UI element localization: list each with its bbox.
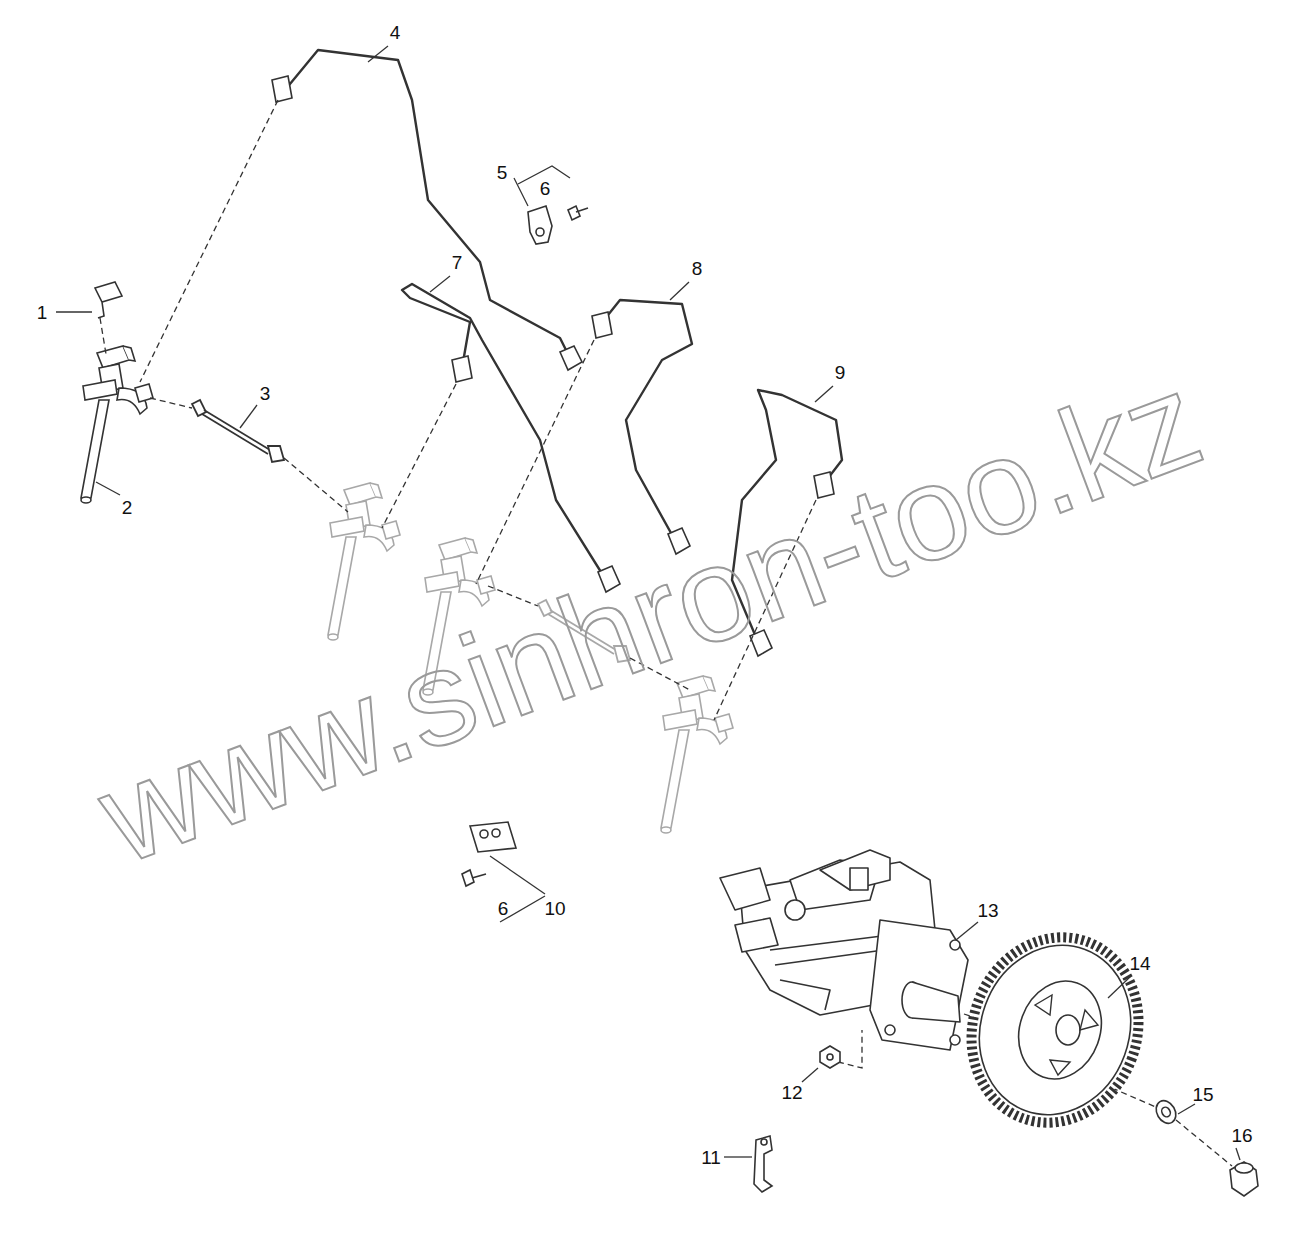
leak-off-pipe (192, 400, 284, 462)
group-bracket (490, 856, 545, 894)
callout-number: 5 (497, 163, 508, 182)
pump-gear (946, 914, 1164, 1147)
callout-number: 1 (37, 303, 48, 322)
callout-number: 15 (1192, 1085, 1213, 1104)
pipe-clamp (462, 822, 516, 886)
callout-number: 2 (122, 498, 133, 517)
pipe-clamp (528, 206, 588, 244)
callout-number: 13 (977, 901, 998, 920)
callout-number: 4 (390, 23, 401, 42)
callout-number: 9 (835, 363, 846, 382)
callout-number: 16 (1231, 1126, 1252, 1145)
callout-number: 6 (540, 179, 551, 198)
callout-number: 14 (1129, 954, 1150, 973)
callout-number: 8 (692, 259, 703, 278)
fuel-pump (720, 850, 968, 1050)
clamp (95, 282, 122, 318)
callout-number: 6 (498, 899, 509, 918)
injector (328, 483, 400, 640)
callout-number: 11 (701, 1148, 721, 1167)
callout-number: 3 (260, 384, 271, 403)
fasteners (754, 1046, 1258, 1196)
injector (661, 676, 733, 833)
leader-lines (56, 46, 1240, 1160)
callout-number: 7 (452, 253, 463, 272)
callout-number: 12 (781, 1083, 802, 1102)
injector (81, 346, 153, 503)
callout-number: 10 (544, 899, 565, 918)
watermark: www.sinhron-too.kz (84, 351, 1217, 884)
